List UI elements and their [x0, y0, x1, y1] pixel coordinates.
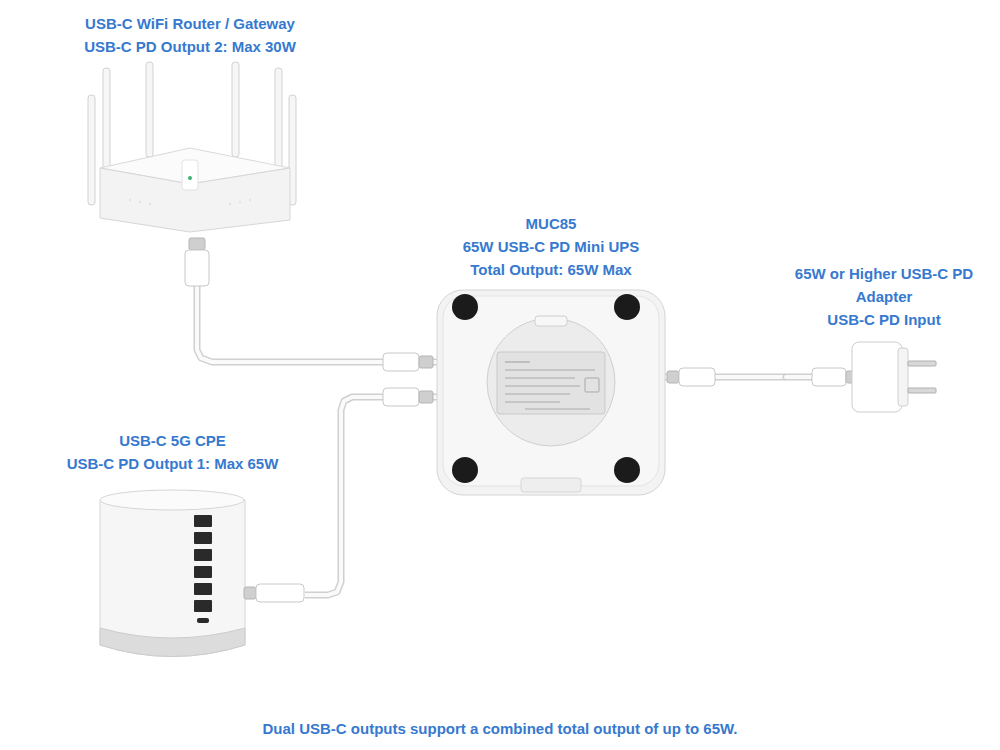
ups-face — [443, 296, 659, 486]
ups-node: MUC8565W USB-C PD Mini UPSTotal Output: … — [437, 208, 665, 498]
cable-outline — [305, 397, 437, 595]
caption: Dual USB-C outputs support a combined to… — [0, 718, 1000, 740]
cable-core — [305, 397, 437, 595]
router-illustration — [88, 62, 296, 232]
device-heading: MUC85 — [441, 212, 661, 235]
antenna — [146, 62, 153, 157]
plug-prong — [908, 361, 936, 366]
plug-body — [383, 353, 419, 371]
plug-tip — [667, 371, 679, 383]
usb-c-port — [197, 618, 209, 623]
bottom-tab — [521, 478, 581, 492]
plug-body — [383, 388, 419, 406]
rubber-foot — [452, 457, 478, 483]
plug-tip — [244, 587, 256, 599]
adapter-node: 65W or Higher USB-C PD AdapterUSB-C PD I… — [786, 258, 982, 414]
router-node: USB-C WiFi Router / GatewayUSB-C PD Outp… — [50, 8, 330, 238]
cpe-node: USB-C 5G CPEUSB-C PD Output 1: Max 65W — [40, 425, 305, 665]
usb-c-cable — [305, 397, 437, 595]
device-heading: USB-C 5G CPE — [44, 429, 301, 452]
cable-outline — [197, 238, 437, 362]
node-text-block: MUC8565W USB-C PD Mini UPSTotal Output: … — [437, 208, 665, 281]
ups-illustration — [437, 290, 665, 495]
antenna — [88, 95, 95, 205]
device-spec: USB-C PD Output 1: Max 65W — [44, 452, 301, 475]
rubber-foot — [452, 294, 478, 320]
usb-c-plug — [244, 584, 304, 602]
usb-c-plug — [667, 368, 715, 386]
device-spec: 65W USB-C PD Mini UPS — [441, 235, 661, 258]
cpe-illustration — [100, 490, 245, 657]
node-text-block: USB-C 5G CPEUSB-C PD Output 1: Max 65W — [40, 425, 305, 475]
adapter-illustration — [786, 342, 936, 412]
adapter-body — [852, 342, 902, 412]
label-lines — [505, 362, 595, 409]
antenna — [103, 68, 110, 180]
plug-prong — [908, 388, 936, 393]
plug-tip — [189, 238, 205, 250]
usb-c-plug — [383, 353, 433, 371]
node-text-block: USB-C WiFi Router / GatewayUSB-C PD Outp… — [50, 8, 330, 58]
antenna — [275, 68, 282, 180]
router-badge — [182, 160, 198, 190]
antenna — [232, 62, 239, 157]
device-spec: Total Output: 65W Max — [441, 258, 661, 281]
rubber-foot — [614, 457, 640, 483]
device-heading: 65W or Higher USB-C PD Adapter — [790, 262, 978, 308]
plug-tip — [419, 356, 433, 368]
device-heading: USB-C WiFi Router / Gateway — [54, 12, 326, 35]
cpe-body — [100, 500, 245, 657]
device-spec: USB-C PD Input — [790, 308, 978, 331]
device-spec: USB-C PD Output 2: Max 30W — [54, 35, 326, 58]
cpe-top — [100, 490, 244, 510]
usb-c-cable — [197, 238, 437, 362]
node-text-block: 65W or Higher USB-C PD AdapterUSB-C PD I… — [786, 258, 982, 331]
plug-tip — [419, 391, 433, 403]
rating-label — [497, 352, 605, 414]
mount-ring — [487, 318, 615, 446]
ethernet-ports — [194, 515, 212, 612]
rubber-foot — [614, 294, 640, 320]
mount-notch — [535, 316, 567, 326]
usb-c-plug — [383, 388, 433, 406]
plug-body — [679, 368, 715, 386]
cable-stub — [786, 375, 812, 379]
plug-body — [256, 584, 304, 602]
ups-body — [437, 290, 665, 495]
plug-body — [812, 368, 846, 386]
vent-dots — [129, 199, 251, 205]
plug-body — [185, 250, 209, 286]
usb-c-plug — [185, 238, 209, 286]
cable-core — [197, 238, 437, 362]
cert-marks — [585, 378, 599, 392]
adapter-face — [898, 348, 908, 406]
cpe-base — [100, 628, 245, 657]
cable-stub — [786, 374, 812, 381]
status-led — [188, 176, 192, 180]
